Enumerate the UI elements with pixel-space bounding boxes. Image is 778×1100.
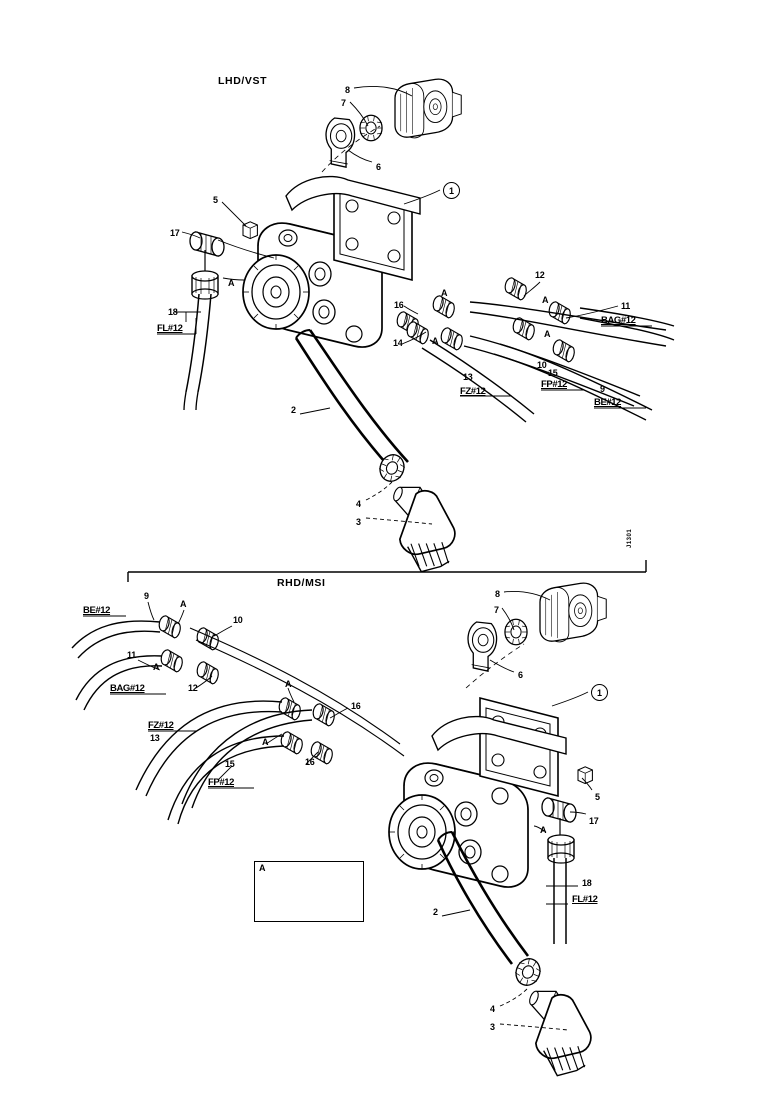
lower-callout-18: 18	[582, 878, 592, 888]
upper-section-mark-a: A	[441, 288, 448, 298]
upper-circled-callout-1: 1	[443, 182, 460, 199]
lower-part-code-bag12: BAG#12	[110, 683, 145, 694]
lower-callout-3: 3	[490, 1022, 495, 1032]
upper-callout-14: 14	[393, 338, 403, 348]
lower-section-mark-a: A	[540, 825, 547, 835]
lower-callout-10: 10	[233, 615, 243, 625]
upper-part-code-bag12: BAG#12	[601, 315, 636, 326]
upper-callout-7: 7	[341, 98, 346, 108]
lower-part-code-fp12: FP#12	[208, 777, 234, 788]
lower-callout-16: 16	[305, 757, 315, 767]
upper-callout-12: 12	[535, 270, 545, 280]
lower-section-mark-a: A	[262, 737, 269, 747]
lower-callout-2: 2	[433, 907, 438, 917]
upper-part-code-be12: BE#12	[594, 397, 622, 408]
lower-section-mark-a: A	[153, 662, 160, 672]
upper-section-mark-a: A	[228, 278, 235, 288]
upper-callout-3: 3	[356, 517, 361, 527]
upper-part-code-fz12: FZ#12	[460, 386, 486, 397]
upper-section-mark-a: A	[544, 329, 551, 339]
upper-callout-11: 11	[621, 301, 630, 311]
lower-section-mark-a: A	[180, 599, 187, 609]
upper-figure-art	[157, 78, 675, 581]
upper-callout-6: 6	[376, 162, 381, 172]
upper-callout-17: 17	[170, 228, 180, 238]
lower-callout-7: 7	[494, 605, 499, 615]
lower-callout-8: 8	[495, 589, 500, 599]
detail-inset-a: A	[254, 861, 364, 922]
lower-callout-16: 16	[351, 701, 361, 711]
upper-figure-title: LHD/VST	[218, 75, 268, 87]
upper-callout-2: 2	[291, 405, 296, 415]
upper-callout-18: 18	[168, 307, 178, 317]
upper-section-mark-a: A	[432, 336, 439, 346]
lower-figure-title: RHD/MSI	[277, 577, 326, 589]
lower-part-code-be12: BE#12	[83, 605, 111, 616]
upper-callout-8: 8	[345, 85, 350, 95]
upper-part-code-fp12: FP#12	[541, 379, 567, 390]
lower-callout-6: 6	[518, 670, 523, 680]
upper-callout-5: 5	[213, 195, 218, 205]
upper-callout-15: 15	[548, 368, 558, 378]
lower-callout-11: 11	[127, 650, 136, 660]
lower-callout-12: 12	[188, 683, 198, 693]
upper-callout-4: 4	[356, 499, 361, 509]
upper-callout-13: 13	[463, 372, 473, 382]
lower-callout-15: 15	[225, 759, 235, 769]
inset-label: A	[259, 863, 266, 873]
lower-callout-4: 4	[490, 1004, 495, 1014]
upper-callout-9: 9	[600, 384, 605, 394]
lower-circled-callout-1: 1	[591, 684, 608, 701]
lower-callout-9: 9	[144, 591, 149, 601]
upper-part-code-fl12: FL#12	[157, 323, 183, 334]
lower-figure-art	[71, 582, 608, 1085]
lower-section-mark-a: A	[285, 679, 292, 689]
lower-callout-13: 13	[150, 733, 160, 743]
upper-callout-16: 16	[394, 300, 404, 310]
upper-callout-10: 10	[537, 360, 547, 370]
lower-callout-17: 17	[589, 816, 599, 826]
lower-part-code-fz12: FZ#12	[148, 720, 174, 731]
upper-section-mark-a: A	[542, 295, 549, 305]
sheet-code: J1301	[627, 528, 633, 548]
lower-callout-5: 5	[595, 792, 600, 802]
lower-part-code-fl12: FL#12	[572, 894, 598, 905]
